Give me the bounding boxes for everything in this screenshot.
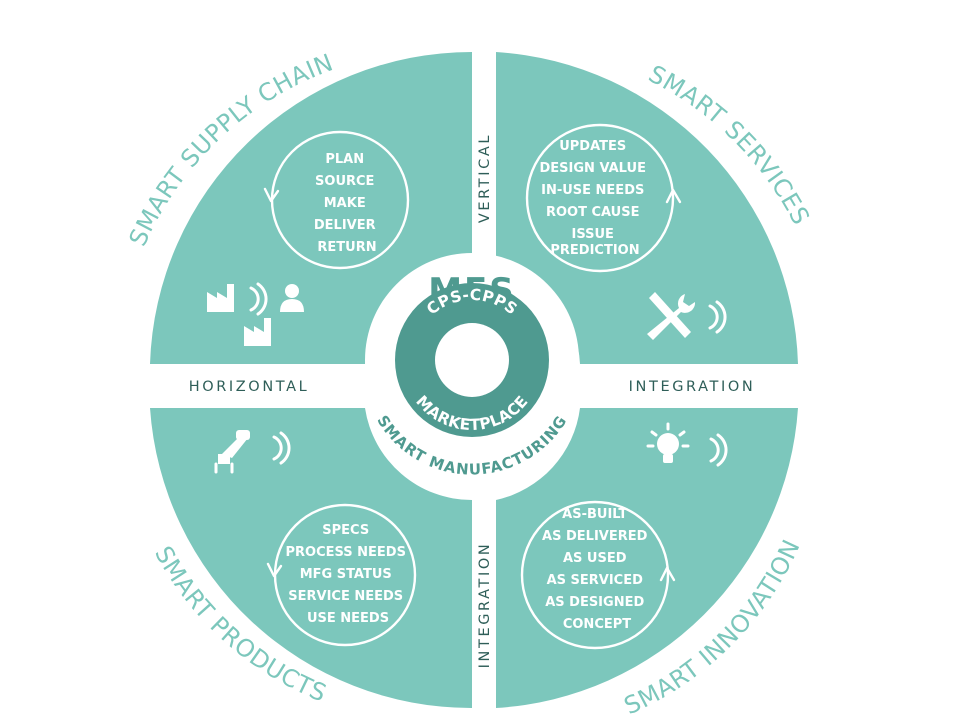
item-list-top-right: UPDATES DESIGN VALUE IN-USE NEEDS ROOT C… — [540, 139, 651, 258]
item-list-bottom-right: AS-BUILT AS DELIVERED AS USED AS SERVICE… — [542, 507, 652, 632]
cycle-arrow-icon — [659, 566, 676, 582]
wireless-signal-icon — [272, 431, 291, 465]
wireless-signal-icon — [249, 282, 268, 316]
axis-label-vertical: VERTICAL — [477, 133, 493, 223]
axis-label-integration-vertical: INTEGRATION — [477, 542, 493, 669]
quadrant-bottom-left — [150, 408, 472, 709]
cycle-arrow-icon — [266, 562, 283, 578]
item-list-top-left: PLAN SOURCE MAKE DELIVER RETURN — [314, 152, 380, 255]
person-icon — [280, 284, 304, 312]
quadrant-bottom-right — [496, 408, 798, 708]
cycle-circle-bottom-right — [520, 500, 670, 650]
axis-label-integration-horizontal: INTEGRATION — [629, 379, 756, 395]
factory-icon — [244, 318, 271, 346]
cycle-arrow-icon — [263, 187, 280, 203]
lightbulb-icon — [646, 422, 690, 463]
center-title: MES — [428, 271, 516, 311]
tools-icon — [647, 292, 696, 340]
item-list-bottom-left: SPECS PROCESS NEEDS MFG STATUS SERVICE N… — [285, 523, 410, 626]
axis-label-horizontal: HORIZONTAL — [189, 379, 310, 395]
center-hole — [435, 323, 509, 397]
wireless-signal-icon — [709, 433, 728, 467]
cycle-arrow-icon — [665, 188, 682, 204]
wireless-signal-icon — [708, 300, 727, 334]
robot-arm-icon — [214, 430, 250, 474]
factory-icon — [207, 284, 234, 312]
cycle-circle-top-right — [525, 123, 675, 273]
